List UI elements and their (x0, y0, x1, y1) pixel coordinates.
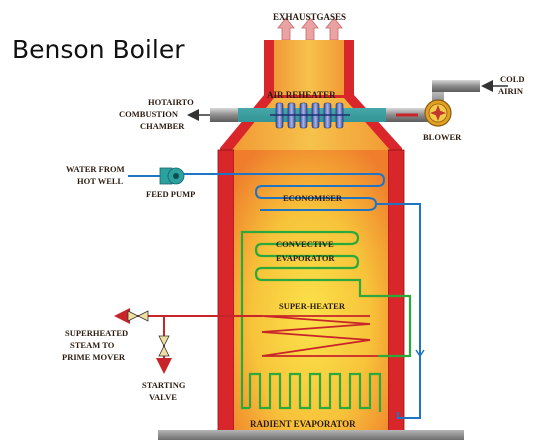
feed-pump-icon (159, 167, 185, 185)
economiser-outlet-pipe (376, 203, 421, 419)
chimney (264, 40, 354, 100)
radiant-evaporator-label: RADIENT EVAPORATOR (250, 419, 356, 429)
cold-air-label-2: AIRIN (498, 86, 524, 96)
water-label-2: HOT WELL (77, 176, 124, 186)
blower-icon (424, 99, 452, 127)
downflow-arrow (415, 349, 425, 358)
blower-label: BLOWER (423, 132, 462, 142)
hot-air-label-2: COMBUSTION (119, 109, 179, 119)
water-label-1: WATER FROM (66, 164, 125, 174)
steam-label-1: SUPERHEATED (65, 328, 128, 338)
exhaust-arrows (277, 17, 343, 41)
starting-valve-icon (158, 335, 170, 357)
steam-label-3: PRIME MOVER (62, 352, 126, 362)
air-reheater-label: AIR REHEATER (267, 90, 336, 100)
hot-air-label-3: CHAMBER (140, 121, 185, 131)
air-reheater-tubes (270, 102, 350, 129)
steam-label-2: STEAM TO (70, 340, 115, 350)
economiser-coil (254, 185, 378, 211)
steam-valve-icon (127, 310, 149, 322)
convective-label-2: EVAPORATOR (276, 253, 335, 263)
convective-evaporator-coil (254, 230, 412, 358)
cold-air-label-1: COLD (500, 74, 525, 84)
super-heater-label: SUPER-HEATER (279, 301, 346, 311)
feed-water-pipe (184, 173, 386, 187)
boiler-base (158, 430, 464, 440)
starting-valve-label-2: VALVE (149, 392, 177, 402)
radiant-evaporator-coil (248, 372, 382, 412)
radiant-riser-pipe (240, 230, 350, 410)
diagram-title: Benson Boiler (12, 35, 185, 64)
exhaust-label: EXHAUSTGASES (273, 12, 346, 22)
hot-air-label-1: HOTAIRTO (148, 97, 194, 107)
starting-valve-label-1: STARTING (142, 380, 186, 390)
convective-label-1: CONVECTIVE (276, 239, 334, 249)
feed-pump-label: FEED PUMP (146, 189, 195, 199)
economiser-label: ECONOMISER (283, 193, 343, 203)
